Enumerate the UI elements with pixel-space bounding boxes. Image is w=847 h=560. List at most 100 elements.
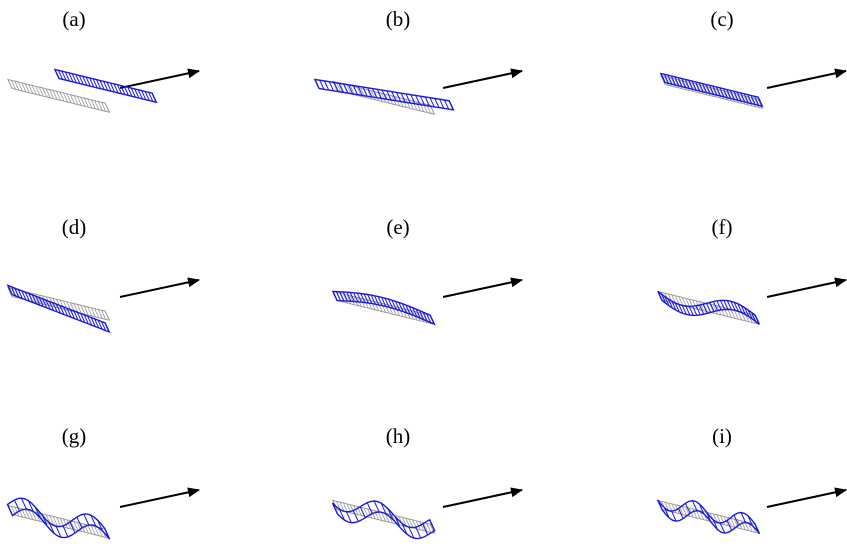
undeformed-strip-rib xyxy=(336,82,341,92)
deformed-strip-rib xyxy=(103,81,109,91)
deformed-strip-rib xyxy=(360,293,366,303)
direction-arrow-i xyxy=(766,487,847,508)
undeformed-strip-rib xyxy=(405,518,411,528)
deformed-strip-rib xyxy=(104,322,110,333)
deformed-strip-rib xyxy=(410,94,416,105)
undeformed-strip-rib xyxy=(11,80,16,90)
undeformed-strip-rib xyxy=(692,299,698,310)
deformed-strip-rib xyxy=(688,306,694,316)
deformed-strip-rib xyxy=(75,74,81,84)
deformed-strip-rib xyxy=(45,299,51,310)
undeformed-strip-rib xyxy=(101,102,107,112)
undeformed-strip-rib xyxy=(377,511,383,521)
direction-arrow-e xyxy=(442,277,523,298)
deformed-strip-rib xyxy=(408,306,414,316)
direction-arrow-h xyxy=(442,487,523,508)
deformed-strip-rib xyxy=(415,308,421,319)
deformed-strip-rib xyxy=(54,69,60,79)
deformed-strip-rib xyxy=(709,302,715,312)
deformed-strip-rib xyxy=(726,89,732,99)
deformed-strip-rib xyxy=(363,293,369,304)
panel-label-d: (d) xyxy=(62,215,87,239)
deformed-strip-rib xyxy=(391,91,397,101)
deformed-strip-rib xyxy=(384,297,390,308)
undeformed-strip-rib xyxy=(28,84,34,94)
undeformed-strip-rib xyxy=(83,523,89,534)
deformed-strip-rib xyxy=(338,508,345,521)
deformed-strip-rib xyxy=(429,314,435,325)
undeformed-strip-rib xyxy=(17,81,23,92)
undeformed-strip-rib xyxy=(70,520,75,530)
undeformed-strip-rib xyxy=(733,309,739,320)
undeformed-strip-rib xyxy=(97,101,103,111)
deformed-strip-rib xyxy=(89,77,95,88)
deformed-strip-rib xyxy=(106,81,112,92)
undeformed-strip-rib xyxy=(692,508,698,519)
deformed-strip-rib xyxy=(41,514,48,527)
undeformed-strip-rib xyxy=(419,312,425,322)
undeformed-strip-rib xyxy=(56,517,62,527)
deformed-strip-rib xyxy=(109,82,116,93)
deformed-strip-rib xyxy=(137,89,143,100)
deformed-strip-rib xyxy=(78,75,84,85)
undeformed-strip-rib xyxy=(56,91,62,101)
undeformed-strip-rib xyxy=(42,87,48,98)
deformed-strip-rib xyxy=(663,74,670,84)
undeformed-strip-rib xyxy=(42,295,48,306)
deformed-strip-rib xyxy=(342,291,348,302)
undeformed-strip-rib xyxy=(370,300,376,311)
deformed-strip-rib xyxy=(61,70,67,81)
undeformed-strip-rib xyxy=(415,101,421,112)
deformed-strip-rib xyxy=(726,300,732,310)
deformed-strip-rib xyxy=(660,73,666,83)
deformed-strip-rib xyxy=(691,80,697,91)
undeformed-strip-rib xyxy=(80,97,86,107)
deformed-strip-rib xyxy=(80,313,86,323)
deformed-strip-rib xyxy=(733,90,739,101)
deformed-strip-rib xyxy=(359,506,366,518)
deformed-strip-rib xyxy=(706,303,712,313)
undeformed-strip-rib xyxy=(24,83,30,93)
undeformed-strip-rib xyxy=(401,308,407,318)
deformed-strip-rib xyxy=(34,506,41,519)
undeformed-strip-rib xyxy=(66,519,72,530)
deformed-strip-rib xyxy=(664,507,670,519)
mode-shape-e xyxy=(331,290,436,326)
deformed-strip-rib xyxy=(412,307,418,318)
undeformed-strip-rib xyxy=(104,310,110,321)
deformed-strip-rib xyxy=(702,83,708,93)
deformed-strip-rib xyxy=(380,502,387,515)
undeformed-strip-rib xyxy=(76,522,82,532)
undeformed-strip-rib xyxy=(87,98,93,109)
deformed-strip-rib xyxy=(349,292,355,302)
deformed-strip-rib xyxy=(695,81,701,92)
undeformed-strip-rib xyxy=(740,520,746,531)
deformed-strip-rib xyxy=(722,88,729,99)
undeformed-strip-rib xyxy=(370,509,376,520)
undeformed-strip-rib xyxy=(7,287,13,297)
undeformed-strip-rib xyxy=(101,310,107,320)
undeformed-strip-rib xyxy=(21,82,27,93)
deformed-strip-rib xyxy=(677,77,683,88)
undeformed-strip-rib xyxy=(405,99,411,109)
deformed-strip-rib xyxy=(366,502,373,514)
deformed-strip-rib xyxy=(352,510,359,522)
deformed-strip-rib xyxy=(68,72,74,83)
direction-arrow-a xyxy=(119,68,200,89)
deformed-strip-rib xyxy=(372,88,378,98)
deformed-strip-rib xyxy=(367,294,373,304)
deformed-strip-rib xyxy=(695,305,701,316)
deformed-strip-rib xyxy=(76,311,82,322)
undeformed-strip-rib xyxy=(52,90,58,100)
deformed-strip-rib xyxy=(744,307,750,317)
undeformed-strip-rib xyxy=(73,303,79,313)
deformed-strip-rib xyxy=(27,500,34,512)
deformed-strip-rib xyxy=(754,96,760,106)
undeformed-strip-rib xyxy=(63,92,68,103)
deformed-strip-rib xyxy=(127,86,133,97)
deformed-strip-rib xyxy=(439,98,445,109)
deformed-strip-rib xyxy=(148,92,154,102)
deformed-strip-rib xyxy=(357,86,363,96)
deformed-strip-rib xyxy=(405,304,411,315)
undeformed-strip-rib xyxy=(415,520,421,531)
